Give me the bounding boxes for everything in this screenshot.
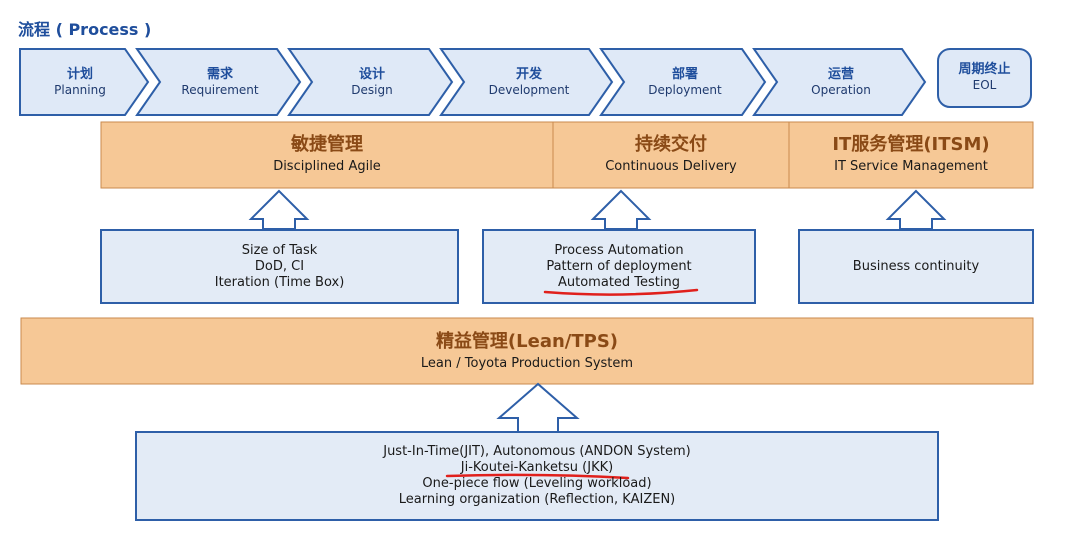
management-agile-zh: 敏捷管理 (291, 134, 363, 155)
management-agile-en: Disciplined Agile (273, 159, 381, 174)
management-agile: 敏捷管理 Disciplined Agile (101, 122, 553, 188)
step-requirement-en: Requirement (181, 82, 259, 97)
step-requirement: 需求 Requirement (160, 60, 280, 104)
agile-practices-box (100, 229, 459, 304)
step-operation-en: Operation (811, 82, 871, 97)
red-underline-jkk (445, 473, 630, 480)
chevron-design (287, 48, 454, 116)
step-planning: 计划 Planning (30, 60, 130, 104)
step-design-zh: 设计 (358, 66, 385, 82)
lean-management: 精益管理(Lean/TPS) Lean / Toyota Production … (21, 318, 1033, 384)
management-delivery-zh: 持续交付 (635, 134, 707, 155)
up-arrow-delivery (590, 189, 652, 230)
management-delivery-en: Continuous Delivery (605, 159, 737, 174)
step-deployment-en: Deployment (648, 82, 722, 97)
step-design-en: Design (351, 82, 393, 97)
lean-practices: Just-In-Time(JIT), Autonomous (ANDON Sys… (136, 432, 938, 520)
management-bar (100, 121, 1034, 189)
chevron-deployment (599, 48, 767, 116)
itsm-practices-box (798, 229, 1034, 304)
step-deployment-zh: 部署 (671, 66, 698, 82)
lean-practice-line: Learning organization (Reflection, KAIZE… (398, 492, 676, 507)
page-title: 流程 ( Process ) (18, 20, 152, 39)
step-eol-zh: 周期终止 (958, 61, 1011, 77)
delivery-practice-line: Automated Testing (558, 274, 680, 290)
step-requirement-zh: 需求 (206, 66, 233, 82)
step-operation-zh: 运营 (827, 66, 854, 82)
lean-management-zh: 精益管理(Lean/TPS) (435, 331, 619, 352)
lean-practice-line: One-piece flow (Leveling workload) (422, 476, 652, 491)
chevron-planning (19, 48, 150, 116)
lean-management-en: Lean / Toyota Production System (420, 356, 634, 371)
step-design: 设计 Design (312, 60, 432, 104)
delivery-practice-line: Process Automation (554, 242, 684, 258)
agile-practice-line: Iteration (Time Box) (214, 274, 345, 290)
agile-practices: Size of Task DoD, CI Iteration (Time Box… (101, 230, 458, 303)
step-eol: 周期终止 EOL (938, 55, 1031, 99)
step-eol-en: EOL (972, 77, 997, 92)
step-deployment: 部署 Deployment (624, 60, 746, 104)
step-development: 开发 Development (464, 60, 594, 104)
step-operation: 运营 Operation (777, 60, 905, 104)
agile-practice-line: DoD, CI (254, 258, 305, 274)
eol-box (937, 48, 1032, 108)
chevron-development (439, 48, 614, 116)
step-planning-en: Planning (54, 82, 106, 97)
management-itsm-zh: IT服务管理(ITSM) (832, 134, 990, 155)
delivery-practices-box (482, 229, 756, 304)
agile-practice-line: Size of Task (241, 242, 318, 258)
management-itsm-en: IT Service Management (834, 159, 988, 174)
step-planning-zh: 计划 (66, 66, 93, 82)
delivery-practice-line: Pattern of deployment (546, 258, 692, 274)
chevron-requirement (135, 48, 302, 116)
itsm-practice-line: Business continuity (852, 258, 980, 274)
management-itsm: IT服务管理(ITSM) IT Service Management (789, 122, 1033, 188)
lean-bar (20, 317, 1034, 385)
red-underline-automated-testing (543, 288, 699, 296)
lean-practice-line: Ji-Koutei-Kanketsu (JKK) (460, 460, 614, 475)
up-arrow-lean (496, 382, 580, 433)
up-arrow-agile (248, 189, 310, 230)
up-arrow-itsm (885, 189, 947, 230)
lean-practice-line: Just-In-Time(JIT), Autonomous (ANDON Sys… (383, 444, 691, 459)
step-development-en: Development (488, 82, 570, 97)
management-delivery: 持续交付 Continuous Delivery (553, 122, 789, 188)
itsm-practices: Business continuity (799, 230, 1033, 303)
chevron-operation (752, 48, 927, 116)
step-development-zh: 开发 (515, 66, 542, 82)
delivery-practices: Process Automation Pattern of deployment… (483, 230, 755, 303)
